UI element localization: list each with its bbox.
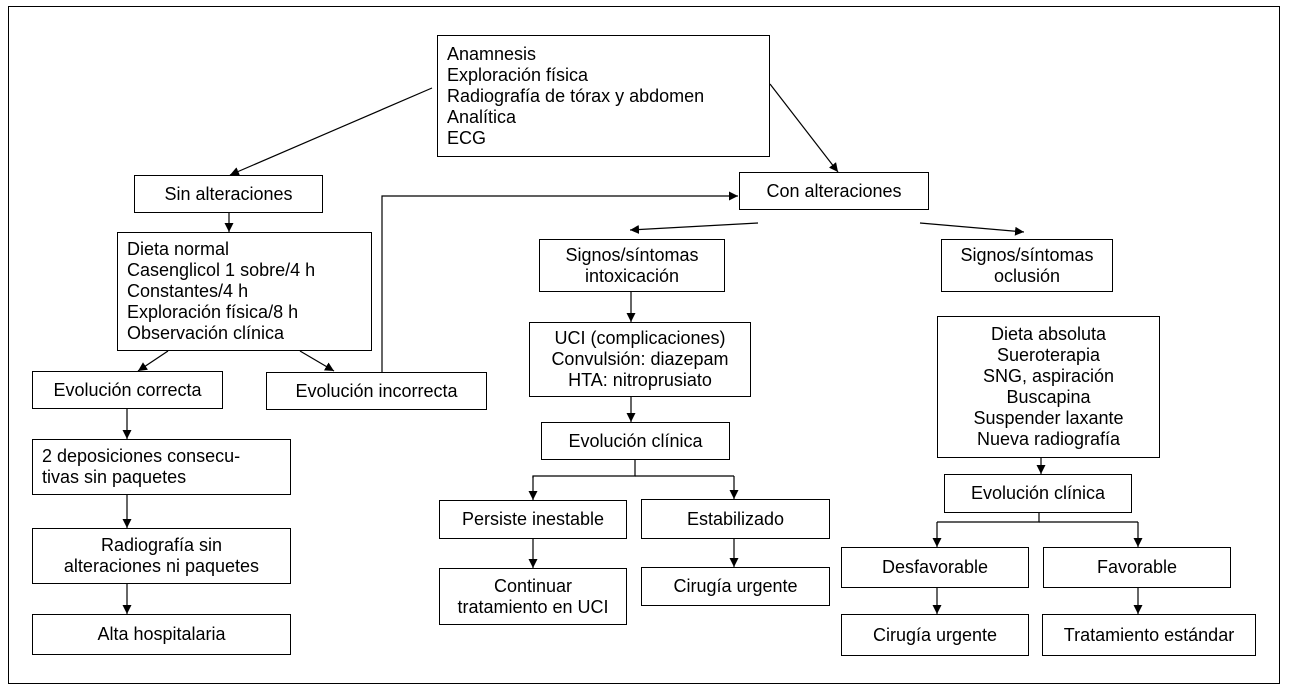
node-text-line: ECG xyxy=(447,127,487,148)
arrow-con-to-intoxicacion xyxy=(629,222,759,235)
node-text-line: Persiste inestable xyxy=(461,509,605,529)
node-text-line: Analítica xyxy=(447,106,517,127)
node-text-line: 2 deposiciones consecu- xyxy=(42,446,241,466)
node-uci-complicaciones: UCI (complicaciones)Convulsión: diazepam… xyxy=(529,322,751,397)
connector-evolucion-split-2 xyxy=(937,513,1040,523)
node-text-line: Exploración física/8 h xyxy=(127,302,299,322)
node-text-line: Signos/síntomas xyxy=(960,244,1094,265)
node-favorable: Favorable xyxy=(1043,547,1231,588)
node-estabilizado: Estabilizado xyxy=(641,499,830,539)
node-text-line: Sin alteraciones xyxy=(164,183,293,204)
node-text-line: tratamiento en UCI xyxy=(457,596,609,617)
node-cirugia-urgente-2: Cirugía urgente xyxy=(841,614,1029,656)
node-text-line: alteraciones ni paquetes xyxy=(63,556,260,576)
node-evolucion-clinica-1: Evolución clínica xyxy=(541,422,730,460)
node-con-alteraciones: Con alteraciones xyxy=(739,172,929,210)
node-text-line: SNG, aspiración xyxy=(982,366,1115,386)
node-text-line: UCI (complicaciones) xyxy=(554,328,726,348)
node-text-line: Casenglicol 1 sobre/4 h xyxy=(127,260,316,280)
node-text-line: Tratamiento estándar xyxy=(1063,624,1235,645)
arrow-dieta-to-correcta xyxy=(137,350,169,372)
connector-evolucion-split-1 xyxy=(532,460,636,478)
diagram-frame xyxy=(8,6,1280,684)
node-text-line: Evolución incorrecta xyxy=(295,380,458,401)
node-text-line: Evolución correcta xyxy=(53,379,202,400)
node-desfavorable: Desfavorable xyxy=(841,547,1029,588)
node-text-line: Evolución clínica xyxy=(568,430,703,451)
arrow-incorrecta-to-con xyxy=(381,191,738,372)
node-text-line: oclusión xyxy=(993,265,1061,286)
arrow-dieta-to-incorrecta xyxy=(299,350,335,372)
node-deposiciones: 2 deposiciones consecu-tivas sin paquete… xyxy=(32,439,291,495)
node-text-line: Favorable xyxy=(1096,557,1178,577)
node-text-line: Suspender laxante xyxy=(973,408,1124,428)
node-evolucion-correcta: Evolución correcta xyxy=(32,371,223,409)
node-text-line: Constantes/4 h xyxy=(127,281,249,301)
node-sin-alteraciones: Sin alteraciones xyxy=(134,175,323,213)
arrow-con-to-oclusion xyxy=(919,222,1025,236)
arrow-initial-to-con xyxy=(769,83,839,173)
node-text-line: Convulsión: diazepam xyxy=(551,349,729,369)
node-cirugia-urgente-1: Cirugía urgente xyxy=(641,567,830,606)
node-text-line: Cirugía urgente xyxy=(673,576,798,596)
node-text-line: Con alteraciones xyxy=(766,180,902,201)
node-text-line: Alta hospitalaria xyxy=(97,624,226,644)
node-persiste-inestable: Persiste inestable xyxy=(439,500,627,539)
node-tratamiento-estandar: Tratamiento estándar xyxy=(1042,614,1256,656)
node-text-line: Exploración física xyxy=(447,64,589,85)
arrow-initial-to-sin xyxy=(229,87,433,176)
node-text-line: Radiografía de tórax y abdomen xyxy=(447,85,705,106)
node-text-line: intoxicación xyxy=(584,265,680,286)
node-text-line: Signos/síntomas xyxy=(565,244,699,265)
node-evolucion-clinica-2: Evolución clínica xyxy=(944,474,1132,513)
node-text-line: HTA: nitroprusiato xyxy=(568,370,712,390)
node-text-line: Radiografía sin xyxy=(100,535,223,555)
node-text-line: Evolución clínica xyxy=(970,483,1106,503)
node-text-line: Buscapina xyxy=(1006,387,1091,407)
node-text-line: Anamnesis xyxy=(447,43,537,64)
node-text-line: tivas sin paquetes xyxy=(42,467,187,487)
node-text-line: Cirugía urgente xyxy=(872,624,998,645)
node-text-line: Dieta normal xyxy=(127,239,230,259)
node-text-line: Nueva radiografía xyxy=(976,429,1121,449)
node-evolucion-incorrecta: Evolución incorrecta xyxy=(266,372,487,410)
node-text-line: Desfavorable xyxy=(881,557,989,577)
node-text-line: Sueroterapia xyxy=(996,345,1101,365)
node-alta-hospitalaria: Alta hospitalaria xyxy=(32,614,291,655)
node-text-line: Continuar xyxy=(493,575,573,596)
node-text-line: Dieta absoluta xyxy=(990,324,1107,344)
node-text-line: Estabilizado xyxy=(686,508,785,529)
node-text-line: Observación clínica xyxy=(127,323,285,343)
